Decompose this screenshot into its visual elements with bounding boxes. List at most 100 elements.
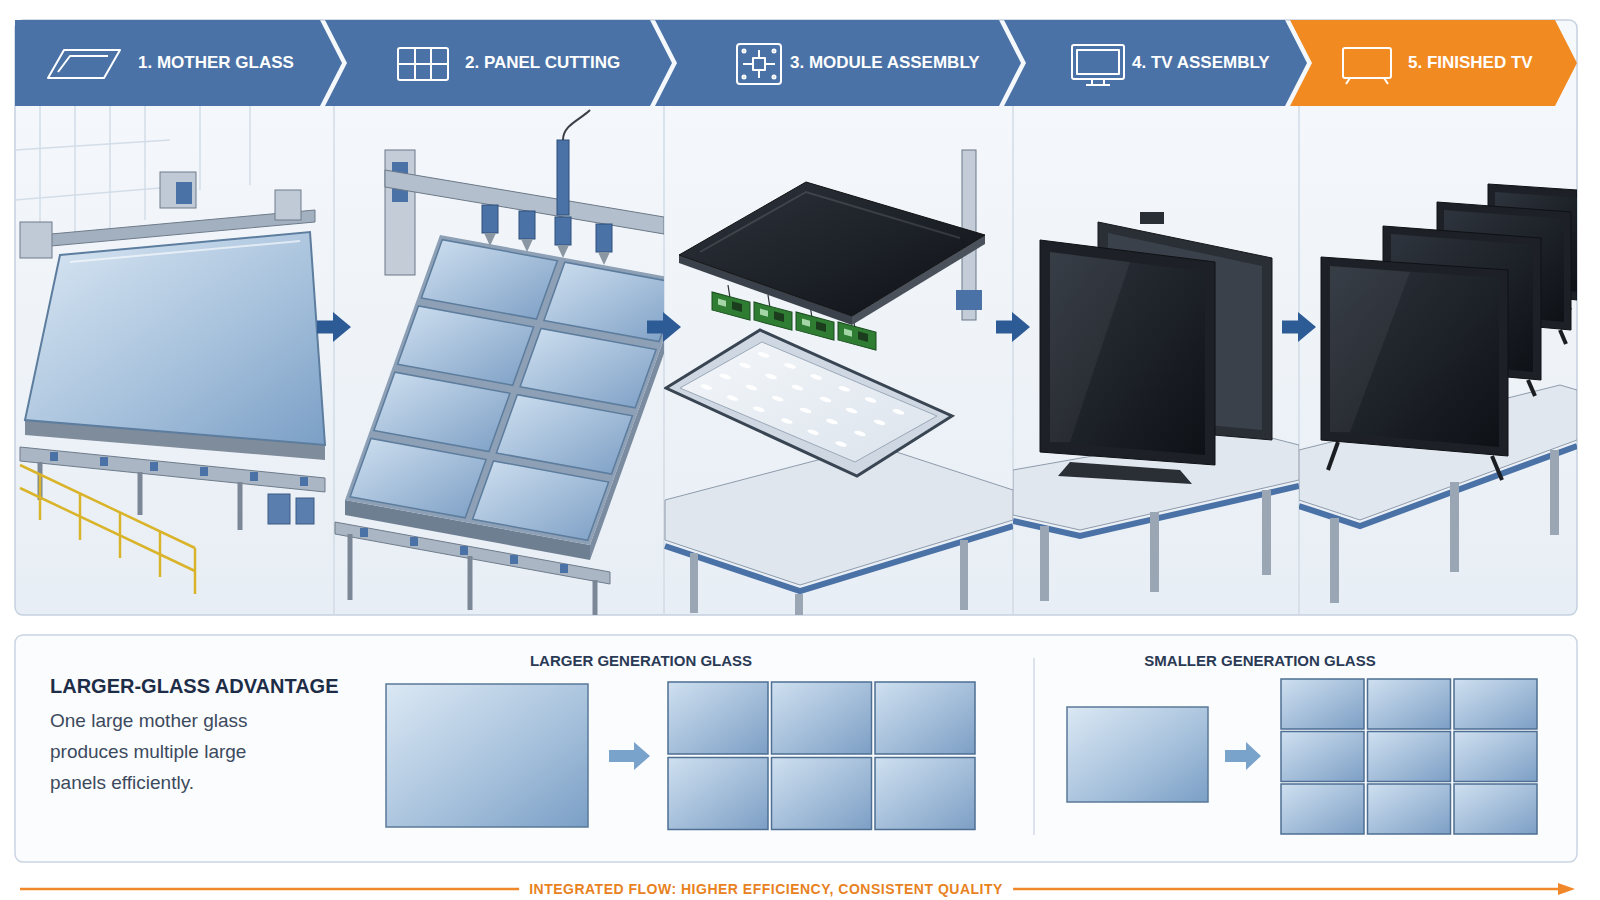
module-assembly-illustration — [665, 150, 1013, 615]
panel-cutting-illustration — [557, 245, 569, 258]
module-assembly-illustration — [891, 408, 906, 415]
flow-arrow — [996, 312, 1030, 342]
module-assembly-illustration — [782, 362, 797, 369]
tv-assembly-illustration — [1058, 462, 1192, 484]
section-label: SMALLER GENERATION GLASS — [1144, 652, 1375, 670]
panel-cutting-illustration — [521, 239, 533, 252]
arrow-shaft — [647, 321, 663, 334]
module-assembly-illustration — [763, 373, 778, 380]
module-assembly-illustration — [798, 407, 813, 414]
panel-cutting-illustration — [374, 372, 510, 451]
arrow-shaft — [317, 321, 333, 334]
module-assembly-illustration — [725, 395, 740, 402]
process-frame — [1298, 106, 1300, 615]
mother-glass-illustration — [119, 512, 122, 558]
module-assembly-illustration — [756, 351, 771, 358]
panel-cutting-illustration — [563, 110, 590, 140]
module-assembly-illustration — [863, 396, 878, 403]
cut-arrow — [1225, 742, 1261, 770]
module-assembly-illustration — [838, 322, 876, 350]
mother-glass-illustration — [200, 467, 208, 476]
module-assembly-illustration — [779, 417, 794, 424]
panel-cutting-illustration — [360, 528, 568, 573]
arrow-shaft — [996, 321, 1012, 334]
step-chevron — [15, 20, 1577, 106]
header-icon — [1343, 48, 1391, 78]
process-frame — [15, 20, 1577, 615]
smaller-panel-grid — [1368, 784, 1451, 834]
process-step: 5. FINISHED TV — [1317, 20, 1577, 615]
panel-cutting-illustration — [348, 534, 353, 600]
module-assembly-illustration — [808, 373, 823, 380]
module-assembly-illustration — [858, 331, 868, 342]
arrow-head — [1298, 312, 1316, 342]
panel-cutting-illustration — [385, 150, 415, 275]
flow-arrow — [317, 312, 351, 342]
step-chevron — [325, 20, 672, 106]
module-assembly-illustration — [744, 384, 759, 391]
panel-cutting-illustration — [482, 205, 498, 233]
header-icon — [1346, 78, 1350, 84]
smaller-panel-grid — [1454, 784, 1537, 834]
panel-cutting-illustration — [421, 240, 557, 319]
process-step: 3. MODULE ASSEMBLY — [682, 20, 995, 615]
section-label: LARGER GENERATION GLASS — [530, 652, 752, 670]
larger-panel-grid — [772, 682, 872, 754]
module-assembly-illustration — [680, 342, 937, 462]
header-icon — [765, 63, 775, 65]
panel-cutting-illustration — [557, 140, 569, 215]
panel-cutting-illustration — [360, 528, 368, 537]
module-assembly-illustration — [836, 385, 851, 392]
module-assembly-illustration — [712, 292, 750, 320]
module-assembly-illustration — [956, 290, 982, 310]
comparison-panel — [1033, 658, 1035, 835]
step-title: 2. PANEL CUTTING — [465, 52, 620, 74]
mother-glass-illustration — [296, 498, 314, 524]
flow-arrow — [647, 312, 681, 342]
header-icon — [773, 50, 776, 53]
step-title: 4. TV ASSEMBLY — [1132, 52, 1270, 74]
process-step: 1. MOTHER GLASS — [15, 20, 316, 615]
panel-cutting-illustration — [473, 461, 609, 540]
panel-cutting-illustration — [560, 564, 568, 573]
larger-glass-sheet — [386, 684, 588, 827]
mother-glass-illustration — [194, 548, 197, 594]
header-icon — [758, 50, 760, 58]
tv-assembly-illustration — [1262, 490, 1271, 575]
finished-tv-illustration — [1330, 450, 1559, 603]
header-icon — [743, 76, 746, 79]
module-assembly-illustration — [790, 384, 805, 391]
step-title: 5. FINISHED TV — [1408, 52, 1533, 74]
tv-assembly-illustration — [1013, 212, 1299, 601]
header-icon — [743, 50, 746, 53]
module-assembly-illustration — [838, 322, 876, 350]
module-assembly-illustration — [833, 440, 848, 447]
panel-cutting-illustration — [350, 438, 486, 517]
panel-cutting-illustration — [510, 555, 518, 564]
mother-glass-illustration — [150, 462, 158, 471]
mother-glass-illustration — [20, 488, 195, 571]
module-assembly-illustration — [666, 330, 952, 476]
module-assembly-illustration — [960, 540, 968, 610]
panel-cutting-illustration — [544, 262, 664, 341]
module-assembly-illustration — [712, 292, 750, 320]
panel-cutting-illustration — [410, 537, 418, 546]
tv-assembly-illustration — [1040, 240, 1215, 465]
mother-glass-illustration — [275, 190, 301, 220]
module-assembly-illustration — [844, 329, 852, 337]
panel-body: One large mother glass produces multiple… — [50, 705, 285, 798]
module-assembly-illustration — [754, 302, 792, 330]
header-icon — [1077, 50, 1119, 74]
module-assembly-illustration — [872, 419, 887, 426]
header-icon — [398, 63, 448, 65]
header-icon — [398, 48, 448, 80]
finished-tv-illustration — [1560, 330, 1566, 344]
arrow-head — [1012, 312, 1030, 342]
panel-cutting-illustration — [484, 233, 610, 265]
module-assembly-illustration — [754, 302, 792, 330]
comparison-panel — [15, 635, 1577, 862]
tv-assembly-illustration — [1050, 252, 1205, 455]
